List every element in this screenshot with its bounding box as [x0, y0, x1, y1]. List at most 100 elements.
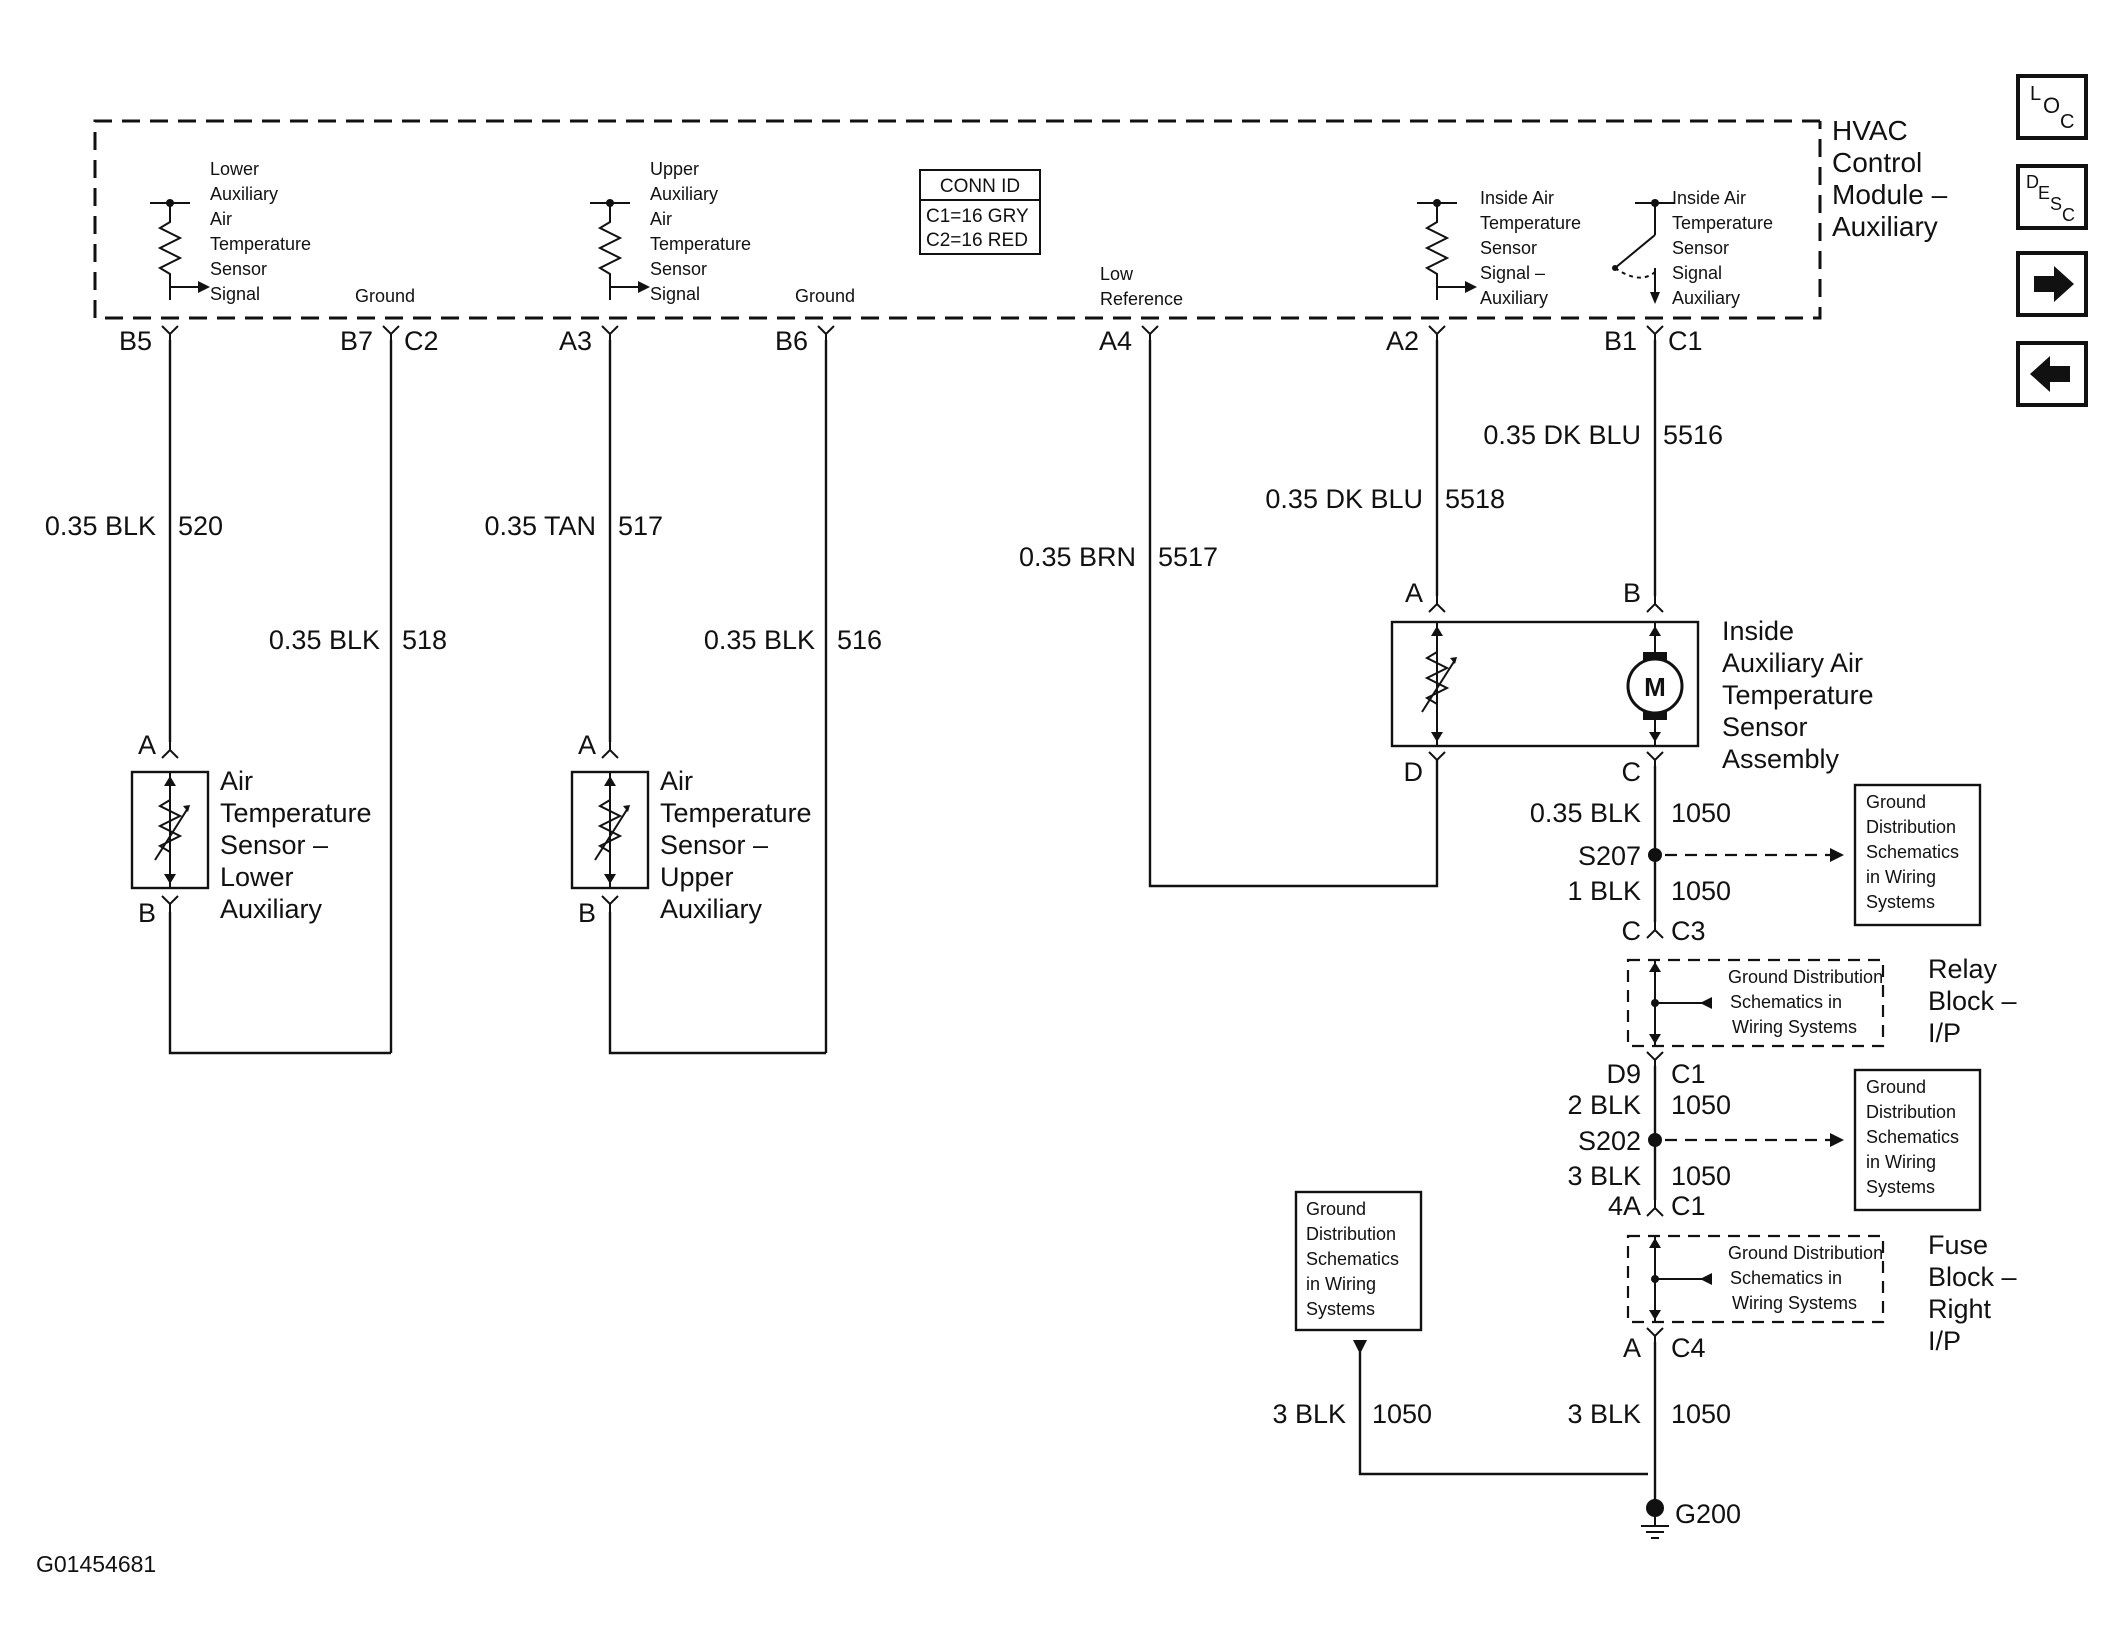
- ground-ref-1-line-3: Schematics: [1866, 842, 1959, 862]
- upper-sensor-name-3: Sensor –: [660, 830, 768, 860]
- fuse-inner-3: Wiring Systems: [1732, 1293, 1857, 1313]
- inside-signal2-label-4: Signal: [1672, 263, 1722, 283]
- inside-signal-label-2: Temperature: [1480, 213, 1581, 233]
- wire-1050b-circuit: 1050: [1671, 876, 1731, 906]
- fuse-conn-top: C1: [1671, 1191, 1706, 1221]
- module-title-2: Control: [1832, 147, 1922, 178]
- fuse-inner-2: Schematics in: [1730, 1268, 1842, 1288]
- wire-1050a-gauge: 0.35 BLK: [1530, 798, 1641, 828]
- wire-5517-gauge: 0.35 BRN: [1019, 542, 1136, 572]
- ground-ref-box-3[interactable]: Ground Distribution Schematics in Wiring…: [1294, 1190, 1423, 1332]
- relay-name-3: I/P: [1928, 1018, 1961, 1048]
- lower-sensor-pin-a: A: [138, 730, 156, 760]
- inside-signal-internal: Inside Air Temperature Sensor Signal – A…: [1417, 188, 1581, 308]
- lower-sensor-circuit: 0.35 BLK 520 0.35 BLK 518 A B Air Temper…: [45, 340, 447, 1055]
- splice-s202: S202: [1578, 1126, 1641, 1156]
- ground-path: 0.35 BLK 1050 S207 Ground Distribution S…: [1272, 766, 2017, 1539]
- ground-ref-3-line-2: Distribution: [1306, 1224, 1396, 1244]
- ground-ref-2-line-3: Schematics: [1866, 1127, 1959, 1147]
- wire-1050d-circuit: 1050: [1671, 1161, 1731, 1191]
- fuse-block: Ground Distribution Schematics in Wiring…: [1626, 1234, 1885, 1324]
- lower-sensor-name-5: Auxiliary: [220, 894, 323, 924]
- wire-1050a-circuit: 1050: [1671, 798, 1731, 828]
- right-arrow-icon: [2034, 266, 2074, 302]
- relay-name-1: Relay: [1928, 954, 1998, 984]
- upper-signal-internal: Upper Auxiliary Air Temperature Sensor S…: [590, 159, 855, 306]
- relay-conn-bot: C1: [1671, 1059, 1706, 1089]
- inside-sensor-pin-d: D: [1404, 757, 1424, 787]
- inside-sensor-assembly: M: [1390, 620, 1700, 748]
- wire-1050f-gauge: 3 BLK: [1567, 1399, 1641, 1429]
- fuse-name-2: Block –: [1928, 1262, 2017, 1292]
- module-title-1: HVAC: [1832, 115, 1908, 146]
- wire-518-gauge: 0.35 BLK: [269, 625, 380, 655]
- lower-signal-label-3: Air: [210, 209, 232, 229]
- desc-letter-c: C: [2062, 205, 2075, 225]
- ground-label-1: Ground: [355, 286, 415, 306]
- loc-letter-l: L: [2030, 83, 2041, 105]
- wire-517-gauge: 0.35 TAN: [484, 511, 596, 541]
- fuse-pin-top: 4A: [1608, 1191, 1641, 1221]
- wire-1050f-circuit: 1050: [1671, 1399, 1731, 1429]
- next-button[interactable]: [2016, 251, 2088, 317]
- wire-516-circuit: 516: [837, 625, 882, 655]
- wire-1050b-gauge: 1 BLK: [1567, 876, 1641, 906]
- inside-signal2-label-1: Inside Air: [1672, 188, 1746, 208]
- module-title-3: Module –: [1832, 179, 1948, 210]
- relay-inner-2: Schematics in: [1730, 992, 1842, 1012]
- upper-sensor-name-1: Air: [660, 766, 693, 796]
- inside-sensor-name-1: Inside: [1722, 616, 1794, 646]
- upper-signal-label-4: Temperature: [650, 234, 751, 254]
- wire-5518-gauge: 0.35 DK BLU: [1265, 484, 1423, 514]
- inside-sensor-name-4: Sensor: [1722, 712, 1808, 742]
- lower-signal-label-4: Temperature: [210, 234, 311, 254]
- inside-signal-label-4: Signal –: [1480, 263, 1545, 283]
- ground-ref-box-1[interactable]: Ground Distribution Schematics in Wiring…: [1853, 783, 1982, 927]
- loc-letter-o: O: [2043, 93, 2060, 118]
- inside-signal-label-3: Sensor: [1480, 238, 1537, 258]
- relay-conn-top: C3: [1671, 916, 1706, 946]
- fuse-name-4: I/P: [1928, 1326, 1961, 1356]
- conn-id-line-2: C2=16 RED: [926, 230, 1028, 251]
- ground-ref-2-line-1: Ground: [1866, 1077, 1926, 1097]
- inside-sensor-pin-c: C: [1622, 757, 1642, 787]
- lower-signal-label-5: Sensor: [210, 259, 267, 279]
- ground-ref-2-line-5: Systems: [1866, 1177, 1935, 1197]
- ground-ref-2-line-4: in Wiring: [1866, 1152, 1936, 1172]
- desc-letter-d: D: [2026, 172, 2039, 192]
- lower-sensor-name-3: Sensor –: [220, 830, 328, 860]
- ground-label-2: Ground: [795, 286, 855, 306]
- ground-ref-1-line-1: Ground: [1866, 792, 1926, 812]
- ground-name: G200: [1675, 1499, 1741, 1529]
- pin-a3: A3: [559, 326, 592, 356]
- wire-5516-gauge: 0.35 DK BLU: [1483, 420, 1641, 450]
- ground-ref-3-line-5: Systems: [1306, 1299, 1375, 1319]
- inside-signal2-label-2: Temperature: [1672, 213, 1773, 233]
- wire-517-circuit: 517: [618, 511, 663, 541]
- fuse-name-3: Right: [1928, 1294, 1992, 1324]
- inside-sensor-name-2: Auxiliary Air: [1722, 648, 1863, 678]
- low-reference-label-2: Reference: [1100, 289, 1183, 309]
- relay-pin-top: C: [1622, 916, 1642, 946]
- splice-s207: S207: [1578, 841, 1641, 871]
- inside-signal2-label-5: Auxiliary: [1672, 288, 1740, 308]
- motor-icon: M: [1644, 672, 1666, 702]
- lower-sensor-pin-b: B: [138, 898, 156, 928]
- upper-signal-label-2: Auxiliary: [650, 184, 718, 204]
- desc-button[interactable]: D E S C: [2016, 164, 2088, 230]
- prev-button[interactable]: [2016, 341, 2088, 407]
- loc-button[interactable]: L O C: [2016, 74, 2088, 140]
- upper-sensor-name-4: Upper: [660, 862, 734, 892]
- loc-letter-c: C: [2060, 111, 2074, 133]
- inside-sensor-pin-b: B: [1623, 578, 1641, 608]
- ground-ref-1-line-5: Systems: [1866, 892, 1935, 912]
- pin-b7: B7: [340, 326, 373, 356]
- wire-1050e-circuit: 1050: [1372, 1399, 1432, 1429]
- lower-sensor-name-4: Lower: [220, 862, 294, 892]
- wire-5518-circuit: 5518: [1445, 484, 1505, 514]
- conn-id-line-1: C1=16 GRY: [926, 206, 1029, 227]
- module-connector-pins: B5 B7 C2 A3 B6 A4 A2 B1 C1: [119, 325, 1703, 356]
- upper-signal-label-3: Air: [650, 209, 672, 229]
- ground-ref-box-2[interactable]: Ground Distribution Schematics in Wiring…: [1853, 1068, 1982, 1212]
